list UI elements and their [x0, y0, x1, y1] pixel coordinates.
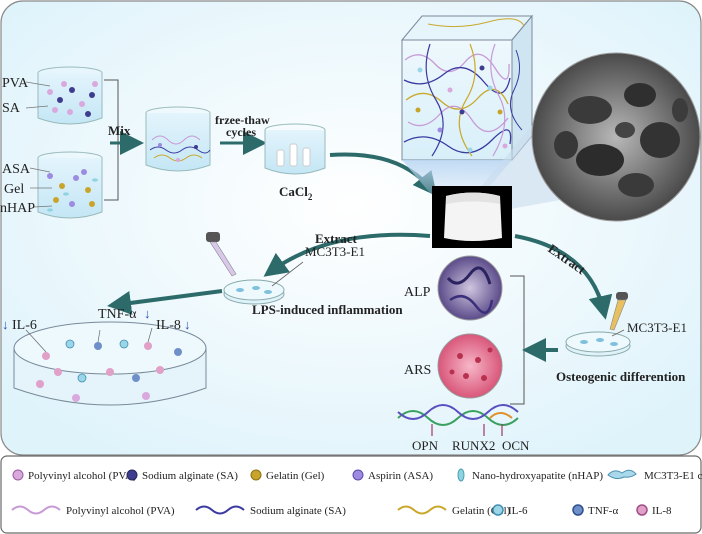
legend-swatch [492, 504, 504, 516]
beaker-mixed [145, 106, 211, 172]
legend-swatch [457, 468, 465, 482]
culture-dish-right [565, 331, 631, 357]
legend-label: Gelatin (Gel) [266, 470, 325, 482]
hydrogel-photo [432, 186, 512, 248]
label-alp: ALP [404, 285, 431, 300]
pipette-right [609, 292, 628, 331]
inflammation-arrow [107, 289, 223, 315]
legend-label: Aspirin (ASA) [368, 470, 433, 482]
legend-label: Sodium alginate (SA) [142, 470, 238, 482]
label-osteogenic: Osteogenic differention [556, 369, 686, 384]
label-mc3t3-left: MC3T3-E1 [305, 244, 365, 259]
label-gel: Gel [4, 182, 24, 197]
sem-image [531, 52, 701, 222]
label-il6: IL-6 [12, 318, 37, 333]
legend-swatch [607, 469, 637, 480]
label-runx2: RUNX2 [452, 438, 495, 453]
label-ocn: OCN [502, 438, 530, 453]
legend-swatch [352, 469, 364, 481]
legend-label: Polyvinyl alcohol (PVA) [28, 470, 137, 482]
extract-right-arrow [514, 234, 613, 320]
legend-swatch [636, 504, 648, 516]
legend-label: IL-6 [508, 505, 528, 517]
legend-item: IL-8 [636, 504, 672, 517]
legend-item: Aspirin (ASA) [352, 469, 433, 482]
legend-label: Nano-hydroxyapatite (nHAP) [472, 470, 603, 482]
label-ars: ARS [404, 363, 431, 378]
beaker-pva-sa [37, 66, 103, 125]
beaker-asa-gel-nhap [37, 151, 103, 219]
inflammation-dish [13, 321, 207, 406]
legend-item: MC3T3-E1 cell [607, 469, 702, 482]
ars-stain-image [437, 333, 503, 399]
legend-label: Sodium alginate (SA) [250, 505, 346, 517]
label-pva: PVA [2, 76, 29, 91]
legend-item: Polyvinyl alcohol (PVA) [11, 505, 175, 517]
label-tnfa: TNF-α [98, 307, 137, 322]
legend-swatch [11, 505, 61, 515]
label-lps: LPS-induced inflammation [252, 302, 403, 317]
extract-left-arrow [263, 232, 431, 277]
legend-item: Gelatin (Gel) [250, 469, 325, 482]
legend-item: TNF-α [572, 504, 618, 517]
legend-label: IL-8 [652, 505, 672, 517]
legend-item: Polyvinyl alcohol (PVA) [12, 469, 137, 482]
legend-item: Nano-hydroxyapatite (nHAP) [457, 468, 603, 482]
label-mc3t3-right: MC3T3-E1 [627, 320, 687, 335]
legend-row-particles: Polyvinyl alcohol (PVA) Sodium alginate (… [12, 468, 702, 482]
legend-swatch [250, 469, 262, 481]
label-il8: IL-8 [156, 318, 181, 333]
hydrogel-network-cube [400, 14, 534, 162]
label-freeze-thaw-1: frzee-thaw [215, 113, 270, 127]
culture-dish-left [223, 279, 285, 305]
legend-item: Sodium alginate (SA) [195, 505, 346, 517]
legend-swatch [572, 504, 584, 516]
alp-stain-image [437, 255, 503, 321]
label-nhap: nHAP [0, 201, 35, 216]
label-sa: SA [2, 101, 21, 116]
pipette-left [206, 232, 237, 277]
legend-item: IL-6 [492, 504, 528, 517]
down-arrow-il8: ↓ [184, 317, 191, 332]
legend-swatch [397, 505, 447, 515]
legend-swatch [126, 469, 138, 481]
label-asa: ASA [2, 162, 31, 177]
combine-bracket [104, 79, 119, 201]
legend-panel [0, 455, 702, 534]
down-arrow-il6: ↓ [2, 317, 9, 332]
label-mix: Mix [108, 123, 131, 138]
dna-helix [397, 404, 519, 436]
label-freeze-thaw-2: cycles [226, 125, 256, 139]
legend-label: TNF-α [588, 505, 618, 517]
legend-swatch [195, 505, 245, 515]
beaker-cacl2 [264, 123, 326, 175]
legend-label: Polyvinyl alcohol (PVA) [66, 505, 175, 517]
label-opn: OPN [412, 438, 439, 453]
down-arrow-tnfa: ↓ [144, 306, 151, 321]
legend-label: MC3T3-E1 cell [644, 470, 702, 482]
legend-item: Sodium alginate (SA) [126, 469, 238, 482]
legend-swatch [12, 469, 24, 481]
label-cacl2: CaCl2 [279, 184, 313, 202]
label-extract-left: Extract [315, 231, 358, 246]
legend-row-chains: Polyvinyl alcohol (PVA) Sodium alginate (… [11, 504, 672, 517]
